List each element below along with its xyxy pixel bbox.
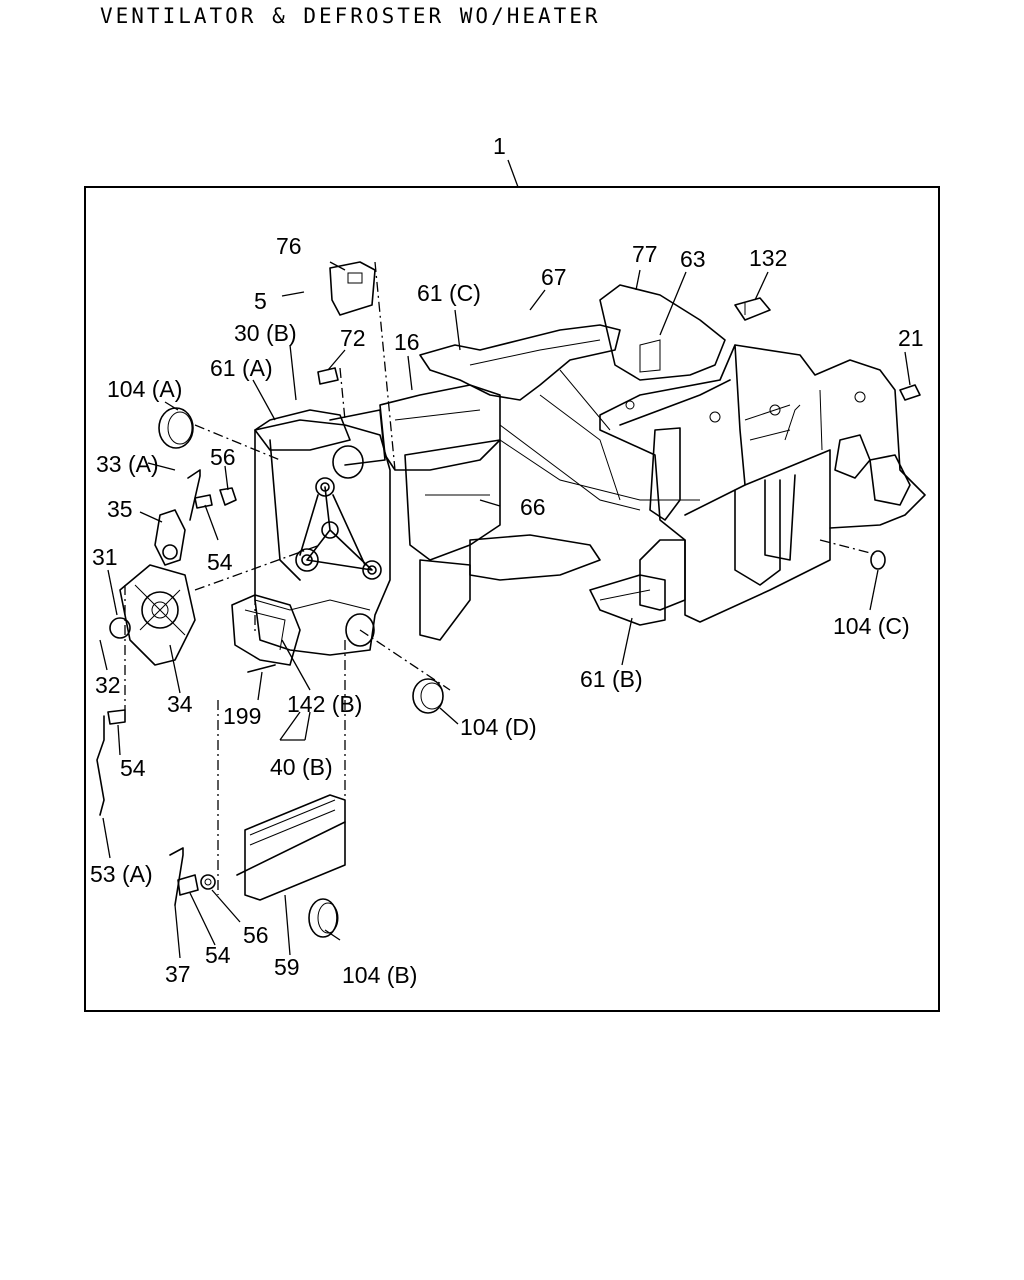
callout-104a: 104 (A): [107, 376, 182, 402]
callout-104b: 104 (B): [342, 962, 417, 988]
callout-63: 63: [680, 246, 706, 272]
callout-34: 34: [167, 691, 193, 717]
callout-132: 132: [749, 245, 787, 271]
assembly-frame: [84, 186, 940, 1012]
callout-1: 1: [493, 133, 506, 159]
callout-61b: 61 (B): [580, 666, 643, 692]
callout-40b: 40 (B): [270, 754, 333, 780]
callout-142b: 142 (B): [287, 691, 362, 717]
callout-66: 66: [520, 494, 546, 520]
callout-77: 77: [632, 241, 658, 267]
mode-door-link-drawing: [96, 469, 237, 906]
callout-21: 21: [898, 325, 924, 351]
leader-lines: [99, 159, 911, 959]
callout-104d: 104 (D): [460, 714, 537, 740]
callout-104c: 104 (C): [833, 613, 910, 639]
callout-31: 31: [92, 544, 118, 570]
callout-5: 5: [254, 288, 267, 314]
callout-59: 59: [274, 954, 300, 980]
callout-33a: 33 (A): [96, 451, 159, 477]
callout-30b: 30 (B): [234, 320, 297, 346]
callout-35: 35: [107, 496, 133, 522]
callout-54a: 54: [207, 549, 233, 575]
guide-lines: [124, 261, 879, 895]
callout-labels: 1 76 5 30 (B) 72 16 61 (C) 67 77 63 132 …: [90, 133, 924, 988]
callout-61c: 61 (C): [417, 280, 481, 306]
callout-61a: 61 (A): [210, 355, 273, 381]
callout-56a: 56: [210, 444, 236, 470]
main-housing-drawing: [589, 284, 926, 626]
callout-199: 199: [223, 703, 261, 729]
callout-72: 72: [340, 325, 366, 351]
blower-housing-drawing: [158, 261, 391, 656]
callout-53a: 53 (A): [90, 861, 153, 887]
filter-drawing: [236, 550, 886, 938]
callout-32: 32: [95, 672, 121, 698]
callout-16: 16: [394, 329, 420, 355]
callout-56b: 56: [243, 922, 269, 948]
callout-54b: 54: [120, 755, 146, 781]
page-title: VENTILATOR & DEFROSTER WO/HEATER: [100, 4, 601, 28]
callout-54c: 54: [205, 942, 231, 968]
callout-37: 37: [165, 961, 191, 987]
callout-67: 67: [541, 264, 567, 290]
middle-duct-drawing: [379, 324, 700, 641]
callout-76: 76: [276, 233, 302, 259]
actuator-drawing: [231, 594, 301, 673]
